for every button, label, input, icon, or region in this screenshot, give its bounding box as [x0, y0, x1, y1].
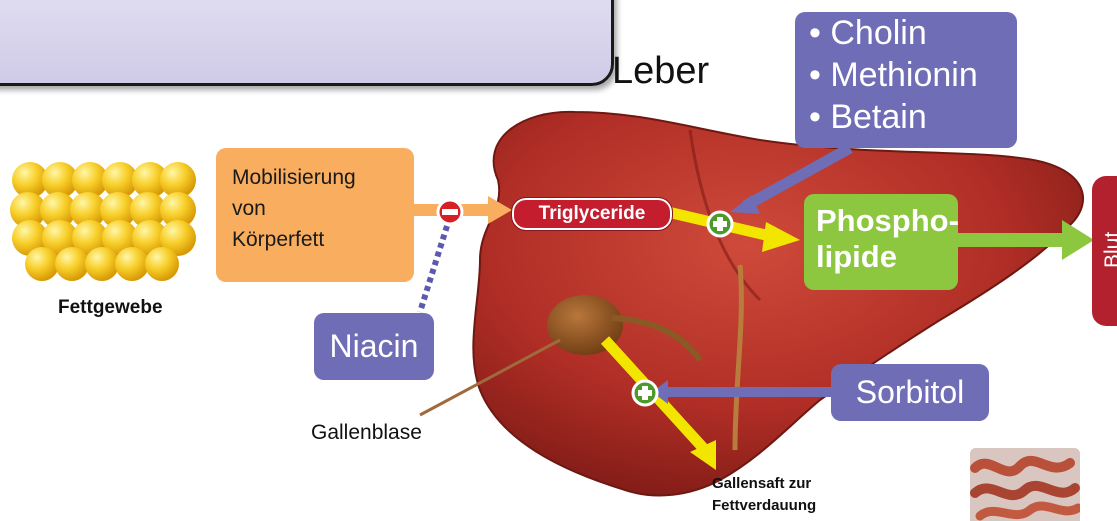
fat-tissue-graphic [10, 162, 196, 281]
phospholipide-line: lipide [816, 239, 946, 275]
mobilization-line: Mobilisierung [232, 162, 398, 193]
nutrient-item: • Methionin [809, 54, 1017, 96]
minus-inhibit-icon [438, 200, 462, 224]
niacin-box: Niacin [314, 313, 434, 380]
triglyceride-label: Triglyceride [512, 198, 672, 230]
sorbitol-box: Sorbitol [831, 364, 989, 421]
plus-promote-icon [708, 212, 732, 236]
organ-label: Leber [612, 50, 709, 93]
gallensaft-label: Gallensaft zur Fettverdauung [712, 473, 816, 517]
nutrient-item: • Betain [809, 96, 1017, 138]
blood-box: Blut [1092, 176, 1117, 326]
mobilization-line: Körperfett [232, 224, 398, 255]
gallensaft-line: Gallensaft zur [712, 473, 816, 495]
phospholipide-box: Phospho- lipide [804, 194, 958, 290]
mobilization-box: Mobilisierung von Körperfett [216, 148, 414, 282]
plus-promote-icon [633, 381, 657, 405]
phospholipide-line: Phospho- [816, 203, 946, 239]
intestine-image [970, 448, 1080, 521]
gallenblase-label: Gallenblase [311, 421, 422, 445]
nutrient-box: • Cholin • Methionin • Betain [795, 12, 1017, 148]
gallensaft-line: Fettverdauung [712, 495, 816, 517]
nutrient-item: • Cholin [809, 12, 1017, 54]
fettgewebe-label: Fettgewebe [58, 297, 163, 319]
mobilization-line: von [232, 193, 398, 224]
blood-label: Blut [1101, 232, 1117, 268]
